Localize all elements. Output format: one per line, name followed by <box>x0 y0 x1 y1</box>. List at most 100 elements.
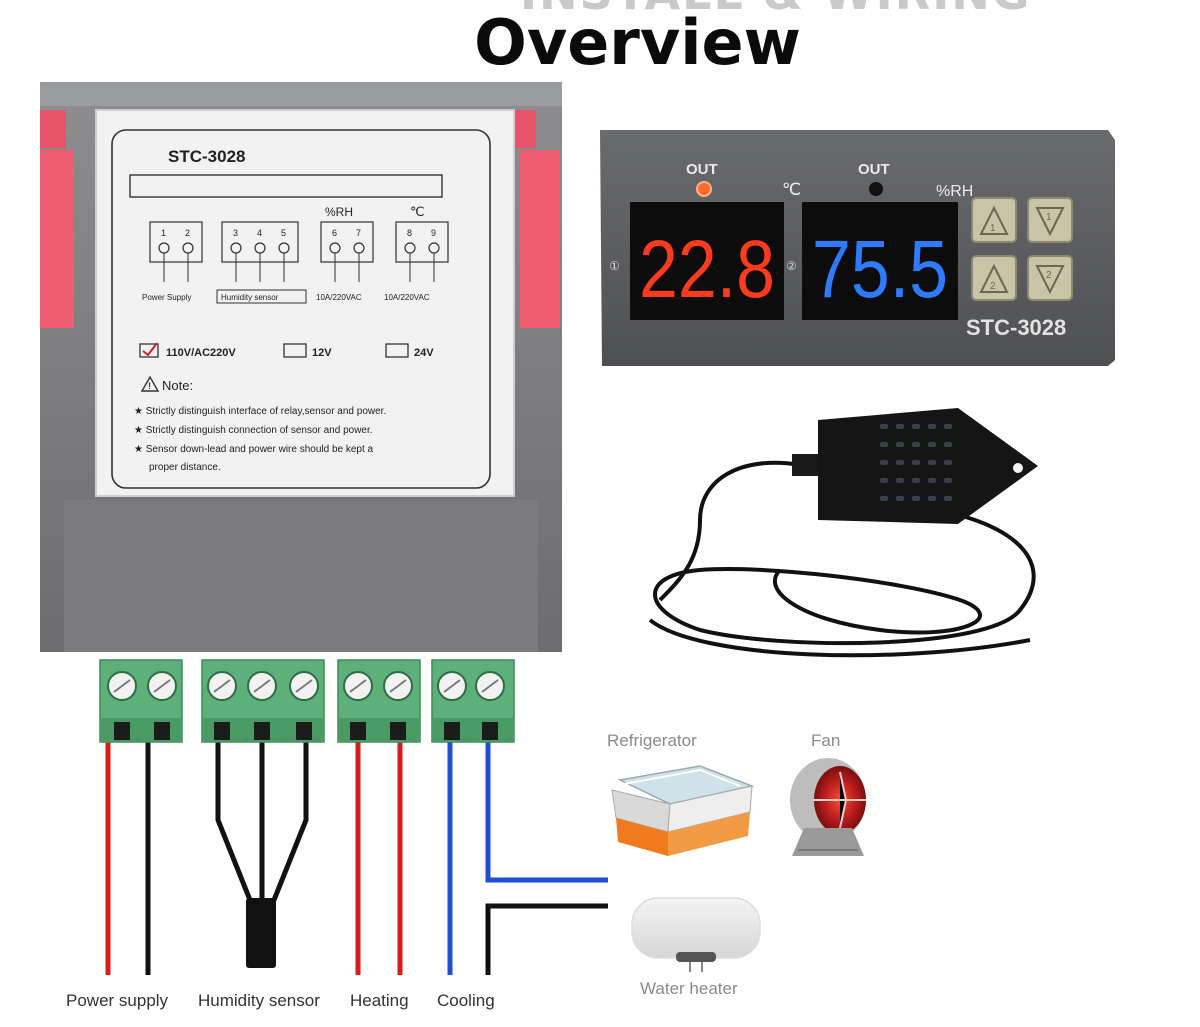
housing-top-lip <box>40 82 562 106</box>
wiring-label-heating: Heating <box>350 991 409 1010</box>
svg-text:1: 1 <box>990 223 996 234</box>
sensor-vent-slot <box>896 460 904 465</box>
svg-text:2: 2 <box>1046 270 1052 281</box>
sensor-vent-slot <box>944 424 952 429</box>
label-rh-unit: %RH <box>325 205 353 219</box>
sensor-vent-slot <box>928 460 936 465</box>
cut-off-title: INSTALL & WIRING <box>520 0 1032 20</box>
sensor-cable-loop <box>648 618 1031 658</box>
screw-slot <box>295 679 313 693</box>
label-terminal-number: 8 <box>407 228 412 238</box>
label-relay-rating-1: 10A/220VAC <box>316 293 362 302</box>
sensor-vent-slot <box>912 424 920 429</box>
sensor-vent-slot <box>880 496 888 501</box>
up-button-2[interactable]: 2 <box>971 255 1017 301</box>
sensor-vent-slot <box>896 496 904 501</box>
label-c-unit: ℃ <box>410 204 425 219</box>
wire-entry-slot <box>444 722 460 740</box>
sensor-vent-slot <box>880 460 888 465</box>
note-line-4: proper distance. <box>149 462 221 473</box>
label-terminal-group <box>395 221 449 263</box>
wiring-label-cooling: Cooling <box>437 991 495 1010</box>
green-terminal-blocks <box>99 659 515 743</box>
fan-label: Fan <box>811 731 840 750</box>
label-relay-rating-2: 10A/220VAC <box>384 293 430 302</box>
wiring-label-humidity-sensor: Humidity sensor <box>198 991 320 1010</box>
voltage-option-3: 24V <box>414 347 434 359</box>
sensor-vent-slot <box>944 460 952 465</box>
svg-text:!: ! <box>148 381 151 391</box>
label-terminal-number: 4 <box>257 228 262 238</box>
fan-icon <box>790 758 866 856</box>
sensor-vent-slot <box>912 496 920 501</box>
page-title: Overview <box>474 6 801 79</box>
housing-lower-section <box>64 500 538 652</box>
sensor-strain-relief <box>792 454 820 476</box>
wiring-section: Power supply Humidity sensor Heating Coo… <box>66 659 608 1010</box>
refrigerator-label: Refrigerator <box>607 731 697 750</box>
note-line-2: ★ Strictly distinguish connection of sen… <box>134 425 373 436</box>
sensor-vent-slot <box>896 478 904 483</box>
wire-entry-slot <box>114 722 130 740</box>
label-terminal-group <box>320 221 374 263</box>
sensor-mount-hole <box>1013 463 1023 473</box>
wire-entry-slot <box>350 722 366 740</box>
cooling-wire-2 <box>485 740 608 883</box>
screw-slot <box>481 679 499 693</box>
display-index-2: ② <box>786 259 797 273</box>
sensor-vent-slot <box>880 442 888 447</box>
sensor-vent-slot <box>928 442 936 447</box>
back-label-model: STC-3028 <box>168 147 245 166</box>
out-indicator-right <box>869 182 883 196</box>
sensor-vent-slot <box>880 478 888 483</box>
refrigerator-icon <box>611 765 755 856</box>
label-terminal-number: 3 <box>233 228 238 238</box>
humidity-sensor-probe <box>648 408 1038 658</box>
humidity-reading: 75.5 <box>812 224 948 315</box>
controller-front-panel: OUT OUT ℃ %RH ① ② 22.8 75.5 1 1 <box>600 130 1115 366</box>
down-button-1[interactable]: 1 <box>1027 197 1073 243</box>
wire-entry-slot <box>214 722 230 740</box>
wire-entry-slot <box>482 722 498 740</box>
sensor-vent-slot <box>944 478 952 483</box>
voltage-checkbox-3 <box>385 343 409 358</box>
label-terminal-number: 5 <box>281 228 286 238</box>
out-indicator-left <box>696 181 712 197</box>
warning-icon <box>140 375 160 392</box>
cooling-return-wire <box>485 903 608 975</box>
left-mounting-clip <box>40 150 74 328</box>
wire-entry-slot <box>254 722 270 740</box>
sensor-vent-slot <box>896 424 904 429</box>
humidity-display <box>802 202 958 320</box>
water-heater-icon <box>631 897 761 972</box>
wiring-label-power-supply: Power supply <box>66 991 169 1010</box>
water-heater-label: Water heater <box>640 979 738 998</box>
down-button-2[interactable]: 2 <box>1027 255 1073 301</box>
label-terminal-group <box>149 221 203 263</box>
sensor-vent-slot <box>944 442 952 447</box>
sensor-housing <box>818 408 1038 524</box>
sensor-vent-slot <box>928 496 936 501</box>
up-button-1[interactable]: 1 <box>971 197 1017 243</box>
screw-slot <box>213 679 231 693</box>
label-terminal-number: 7 <box>356 228 361 238</box>
wire-entry-slot <box>154 722 170 740</box>
voltage-option-1: 110V/AC220V <box>166 347 236 359</box>
temperature-reading: 22.8 <box>639 224 775 315</box>
label-terminal-number: 6 <box>332 228 337 238</box>
label-humidity-box <box>216 289 307 304</box>
wire-entry-slot <box>296 722 312 740</box>
screw-slot <box>349 679 367 693</box>
sensor-wire-1 <box>215 740 253 901</box>
screw-slot <box>153 679 171 693</box>
screw-slot <box>253 679 271 693</box>
left-clip-top <box>40 110 66 148</box>
voltage-check-mark <box>142 342 158 357</box>
voltage-checkbox-1 <box>139 343 159 358</box>
back-label-frame <box>111 129 491 489</box>
label-power-supply: Power Supply <box>142 293 191 302</box>
note-line-1: ★ Strictly distinguish interface of rela… <box>134 406 386 417</box>
sensor-cable-coil <box>653 503 1036 646</box>
